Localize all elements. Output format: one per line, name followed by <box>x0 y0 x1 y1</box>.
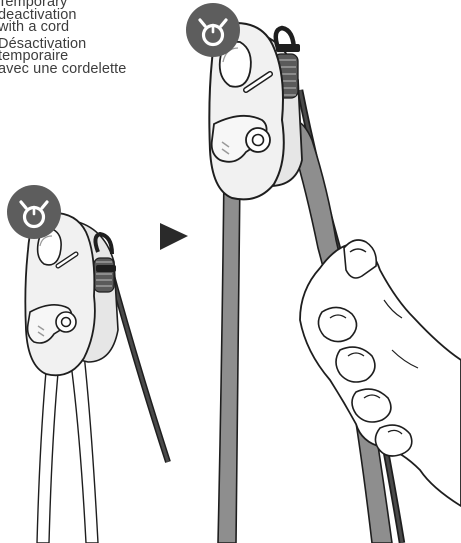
small-device-teeth <box>94 258 114 292</box>
small-rope-strand-left <box>37 350 60 543</box>
large-device-figure <box>186 3 461 543</box>
hand-finger-4 <box>375 425 411 456</box>
play-arrow-icon <box>160 223 188 250</box>
small-rope-strand-right <box>70 354 98 543</box>
deactivated-mode-icon <box>7 185 61 239</box>
large-rope-left-strand <box>218 170 240 543</box>
deactivated-mode-icon-large <box>186 3 240 57</box>
hand-finger-1 <box>318 307 356 341</box>
small-device-figure <box>7 185 168 543</box>
hand-finger-2 <box>336 347 375 382</box>
